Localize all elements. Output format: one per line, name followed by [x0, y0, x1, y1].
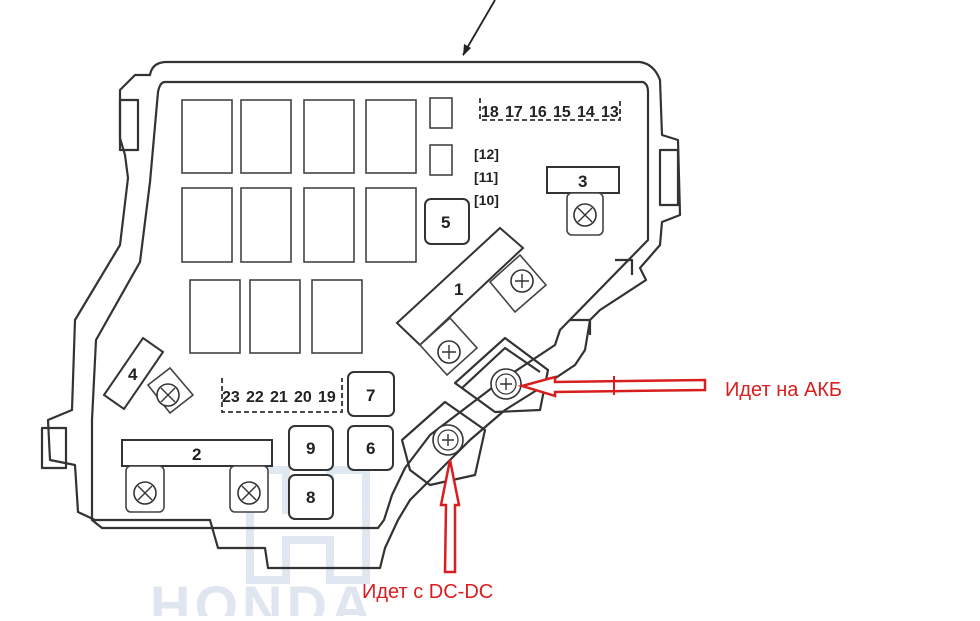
arrow-from-dcdc	[439, 459, 461, 574]
relay-small-1	[429, 97, 453, 129]
pointer-arrowhead	[463, 44, 471, 56]
relay-r3c1	[189, 279, 241, 354]
fuse-label-10: [10]	[474, 192, 499, 208]
fuse-label-9: 9	[306, 439, 315, 458]
fuse-box-housing	[40, 60, 682, 570]
fuse-label-15: 15	[553, 104, 571, 121]
relay-r1c2	[240, 99, 292, 174]
fuse-label-14: 14	[577, 104, 595, 121]
fuse-label-7: 7	[366, 386, 375, 405]
arrow-to-battery	[517, 375, 707, 398]
relay-r2c1	[181, 187, 233, 263]
fuse-3: 3	[546, 166, 620, 236]
relay-r2c2	[240, 187, 292, 263]
relay-r1c1	[181, 99, 233, 174]
pointer-line	[462, 0, 496, 56]
relay-r3c3	[311, 279, 363, 354]
relay-small-2	[429, 144, 453, 176]
fuse-label-22: 22	[246, 389, 264, 406]
honda-watermark: HONDA	[150, 466, 375, 621]
fuse-6: 6	[347, 425, 394, 471]
fuse-9: 9	[288, 425, 334, 471]
fuse-label-18: 18	[481, 104, 499, 121]
bracket-fuses: [12] [11] [10]	[474, 146, 499, 208]
fuse-4: 4	[102, 336, 195, 415]
fuse-label-21: 21	[270, 389, 288, 406]
fuse-label-17: 17	[505, 104, 523, 121]
fuse-2: 2	[121, 439, 273, 513]
fuse-label-16: 16	[529, 104, 547, 121]
annotation-to-battery: Идет на АКБ	[725, 379, 842, 401]
relay-r1c3	[303, 99, 355, 174]
fuse-label-1: 1	[454, 280, 463, 299]
fuse-label-3: 3	[578, 172, 587, 191]
fuse-label-13: 13	[601, 104, 619, 121]
top-row-fuses: 18 17 16 15 14 13	[479, 98, 621, 121]
fuse-8: 8	[288, 474, 334, 520]
fuse-label-19: 19	[318, 389, 336, 406]
fuse-label-2: 2	[192, 445, 201, 464]
fuse-1: 1	[395, 226, 548, 377]
fuse-7: 7	[347, 371, 395, 417]
fuse-label-11: [11]	[474, 169, 498, 185]
fuse-label-6: 6	[366, 439, 375, 458]
fuse-label-8: 8	[306, 488, 315, 507]
watermark-text: HONDA	[150, 574, 375, 616]
terminal-block	[400, 336, 550, 487]
annotation-from-dcdc: Идет с DC-DC	[362, 581, 493, 603]
fuse-label-23: 23	[222, 389, 240, 406]
bottom-row-fuses: 23 22 21 20 19	[221, 378, 343, 413]
fuse-label-20: 20	[294, 389, 312, 406]
fuse-label-12: [12]	[474, 146, 499, 162]
relay-r3c2	[249, 279, 301, 354]
fuse-5: 5	[424, 198, 470, 245]
fuse-label-5: 5	[441, 213, 450, 232]
relay-r2c4	[365, 187, 417, 263]
relay-r1c4	[365, 99, 417, 174]
relay-grid	[181, 97, 453, 354]
fuse-label-4: 4	[128, 365, 138, 384]
relay-r2c3	[303, 187, 355, 263]
